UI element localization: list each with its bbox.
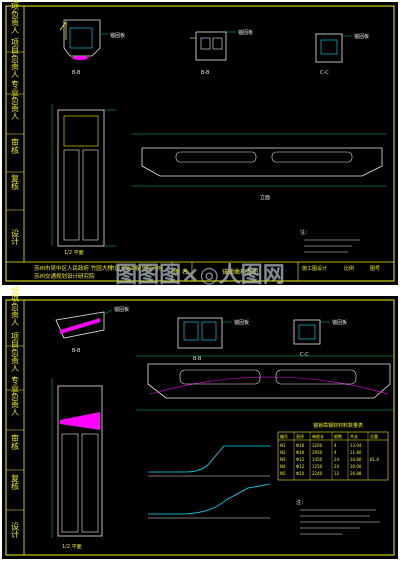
callout-anchor-plate-1: 锚固板	[114, 306, 129, 313]
notes-title: 注：	[296, 499, 306, 506]
table-cell: 26.88	[350, 471, 362, 476]
title-name-label: 图 名	[174, 268, 188, 276]
table-header-cell: 共长	[350, 433, 358, 439]
callout-anchor-plate-2: 锚固板	[234, 319, 249, 326]
table-title: 锚锁凿钢材材料数量表	[313, 422, 363, 429]
watermark: 图图图×◎人图网	[115, 263, 285, 288]
table-header-cell: 编号	[280, 433, 288, 439]
elevation-view	[136, 355, 394, 411]
callout-anchor-plate-3: 锚固板	[354, 33, 369, 40]
callout-anchor-plate-2: 锚固板	[238, 29, 253, 36]
side-label-project-lead: 项目负责人	[11, 332, 20, 372]
table-cell: 1450	[312, 457, 323, 462]
title-institute: 苏州交通规划设计研究院	[34, 272, 95, 280]
drawing-sheet-1: 设计 复核 审核 专业负责人 项目负责人 分项负责人 锚固板 B-B 锚固板 B…	[2, 0, 398, 285]
section-view-3: 锚固板 C-C	[293, 319, 347, 358]
half-plan-view: 1/2 平面	[51, 378, 103, 550]
section-view-2: 锚固板 B-B	[190, 29, 253, 76]
view-label-half-plan: 1/2 平面	[64, 250, 84, 256]
table-cell: 30.00	[350, 464, 362, 469]
title-scale: 比例	[344, 265, 354, 272]
section-view-1: 锚固板 B-B	[59, 19, 125, 76]
title-bridge: 竹园大桥工程 竹园大桥	[110, 265, 162, 272]
table-cell: 4	[334, 443, 337, 448]
section-view-1: 锚固板 B-B	[55, 306, 129, 354]
view-label-half-plan: 1/2 平面	[62, 544, 82, 550]
table-cell: 11.80	[350, 450, 362, 455]
side-label-item-lead: 分项负责人	[11, 0, 20, 34]
left-title-strip: 设计 复核 审核 专业负责人 项目负责人 分项负责人	[6, 286, 25, 555]
watermark-text: 图图图×◎人图网	[115, 263, 285, 288]
left-title-strip: 设计 复核 审核 专业负责人 项目负责人 分项负责人	[6, 0, 25, 262]
table-cell: 34.80	[350, 457, 362, 462]
section-view-2: 锚固板 B-B	[177, 317, 249, 362]
view-label-bb-2: B-B	[201, 70, 210, 76]
table-cell: 13.04	[350, 443, 362, 448]
view-label-cc: C-C	[300, 352, 309, 358]
side-label-check: 复核	[11, 473, 20, 491]
view-label-bb-2: B-B	[193, 356, 202, 362]
table-cell: N3	[280, 457, 286, 462]
side-label-review: 审核	[11, 137, 20, 155]
table-cell: 2240	[312, 471, 323, 476]
side-label-item-lead: 分项负责人	[11, 286, 20, 326]
sheet-background	[2, 296, 398, 559]
sheet-background	[2, 2, 398, 285]
callout-anchor-plate-3: 锚固板	[332, 319, 347, 326]
title-drawing-name: 锚锁凿构造图	[222, 268, 258, 276]
table-cell: Φ16	[296, 450, 305, 455]
table-cell: 24	[334, 464, 340, 469]
side-label-project-lead: 项目负责人	[11, 38, 20, 78]
table-cell: 3260	[312, 443, 323, 448]
sheet-frame	[5, 299, 395, 556]
view-label-elevation: 立面	[260, 194, 270, 201]
table-header-cell: 总重	[370, 433, 378, 439]
table-header-cell: 根数	[334, 433, 342, 439]
side-label-discipline-lead: 专业负责人	[11, 79, 20, 120]
table-cell: Φ12	[296, 464, 305, 469]
view-label-cc: C-C	[320, 70, 329, 76]
view-label-bb-1: B-B	[72, 348, 81, 354]
notes-block: 注：	[296, 499, 380, 535]
table-cell: 12	[334, 471, 340, 476]
title-block: 苏州市吴中区人民政府 竹园大桥 苏州交通规划设计研究院 竹园大桥工程 竹园大桥 …	[6, 261, 394, 281]
sheet-frame	[5, 5, 395, 282]
rebar-bending-diagrams	[148, 445, 271, 519]
table-cell: N2	[280, 450, 286, 455]
half-plan-view: 1/2 平面	[51, 104, 116, 256]
elevation-view: 立面	[132, 133, 386, 201]
title-project: 苏州市吴中区人民政府 竹园大桥	[34, 264, 113, 272]
view-label-bb-1: B-B	[72, 70, 81, 76]
table-cell: N5	[280, 471, 286, 476]
side-label-review: 审核	[11, 433, 20, 451]
section-view-3: 锚固板 C-C	[315, 33, 369, 76]
side-label-discipline-lead: 专业负责人	[11, 375, 20, 416]
side-label-design: 设计	[11, 521, 20, 539]
table-cell: 4	[334, 450, 337, 455]
table-cell: N1	[280, 443, 286, 448]
table-cell: 2950	[312, 450, 323, 455]
table-cell: Φ16	[296, 443, 305, 448]
table-header-cell: 直径	[296, 433, 304, 439]
table-cell: Φ10	[296, 471, 305, 476]
table-cell: Φ12	[296, 457, 305, 462]
title-number: 图号	[370, 266, 380, 272]
side-label-check: 复核	[11, 173, 20, 191]
side-label-design: 设计	[11, 228, 20, 246]
table-header-cell: 每根长	[312, 433, 324, 439]
drawing-sheet-2: 设计 复核 审核 专业负责人 项目负责人 分项负责人 锚固板 B-B 锚固板 B…	[2, 286, 398, 559]
title-stage: 施工图设计	[302, 265, 327, 272]
table-cell: 81.8	[370, 457, 379, 462]
table-cell: N4	[280, 464, 286, 469]
notes-block: 注：	[300, 229, 360, 253]
table-cell: 1250	[312, 464, 323, 469]
table-cell: 24	[334, 457, 340, 462]
callout-anchor-plate-1: 锚固板	[110, 32, 125, 39]
notes-title: 注：	[300, 229, 310, 236]
